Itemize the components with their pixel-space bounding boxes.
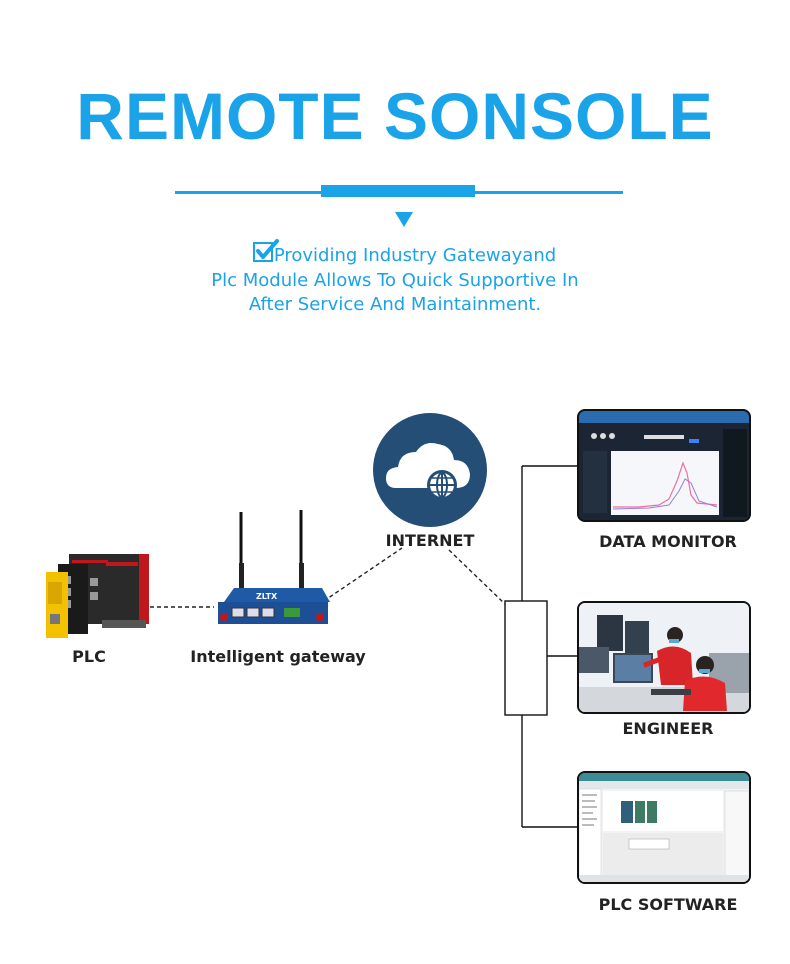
plc-label: PLC (72, 647, 106, 666)
internet-label: INTERNET (385, 531, 475, 550)
data-monitor-label: DATA MONITOR (599, 532, 737, 551)
plc-software-screenshot (577, 771, 751, 884)
description-line-1: Providing Industry Gatewayand (273, 245, 557, 266)
gateway-brand-text: ZLTX (256, 592, 278, 601)
engineer-photo (577, 601, 751, 714)
gateway-internet-link (317, 547, 403, 606)
plc-device-image (46, 554, 149, 638)
data-monitor-screenshot (577, 409, 751, 522)
hub-box (504, 600, 548, 716)
page-title: REMOTE SONSOLE (76, 79, 714, 153)
title-divider-bar (321, 185, 475, 197)
checkbox-icon (253, 239, 279, 262)
gateway-label: Intelligent gateway (190, 647, 366, 666)
description-line-3: After Service And Maintainment. (248, 294, 542, 315)
gateway-device-image: ZLTX (218, 510, 330, 624)
internet-hub-link (448, 549, 506, 605)
engineer-label: ENGINEER (622, 719, 714, 738)
description-line-2: Plc Module Allows To Quick Supportive In (211, 270, 579, 291)
cloud-globe-icon (373, 413, 487, 527)
plc-software-label: PLC SOFTWARE (598, 895, 738, 914)
down-arrow-icon (395, 212, 413, 227)
